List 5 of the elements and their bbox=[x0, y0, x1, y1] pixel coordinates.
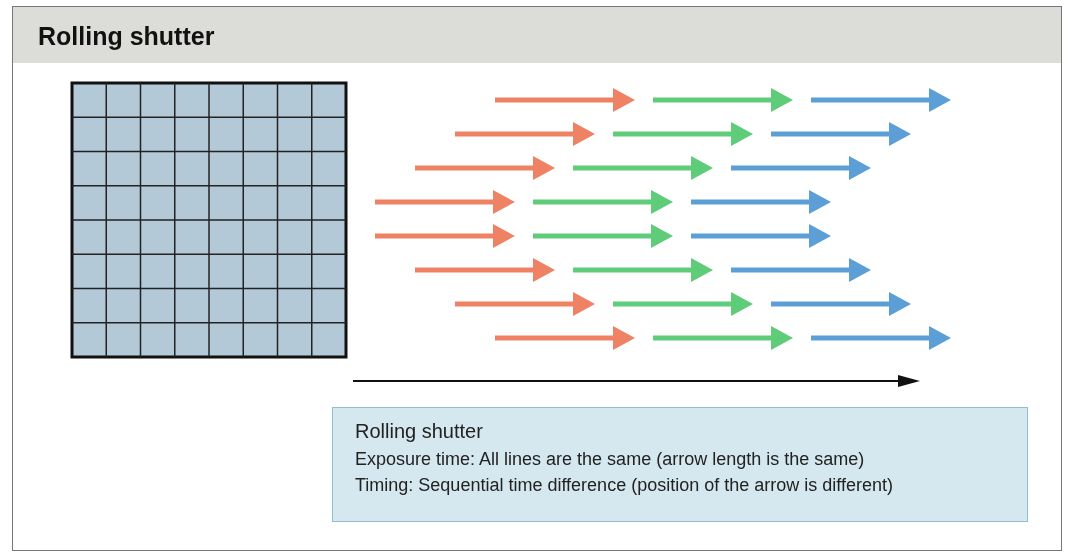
note-text: Exposure time: All lines are the same (arrow length is the same) bbox=[355, 449, 866, 470]
note-heading: Rolling shutter bbox=[355, 420, 484, 443]
note-box bbox=[332, 407, 1028, 522]
title-text: Rolling shutter bbox=[38, 22, 215, 51]
note-text: Timing: Sequential time difference (position of the arrow is different) bbox=[355, 475, 894, 496]
